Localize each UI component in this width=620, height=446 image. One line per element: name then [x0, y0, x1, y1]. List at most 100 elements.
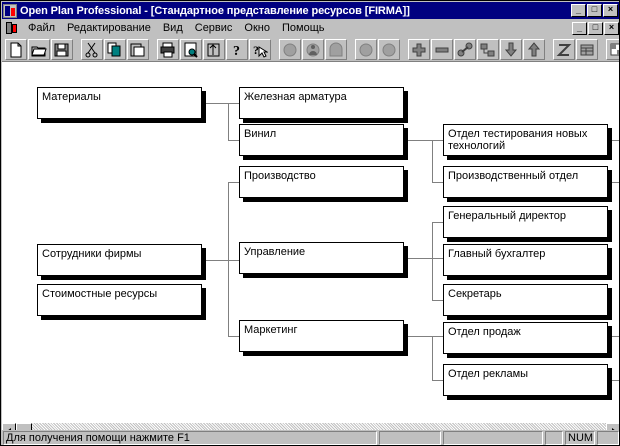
menu-bar: Файл Редактирование Вид Сервис Окно Помо…: [2, 19, 619, 37]
paste-icon[interactable]: [127, 38, 149, 60]
new-icon[interactable]: [5, 38, 27, 60]
connector-line: [432, 258, 443, 259]
node-sotrudniki[interactable]: Сотрудники фирмы: [37, 244, 202, 276]
connector-line: [608, 182, 619, 183]
window-controls: _ □ ×: [571, 4, 618, 17]
connector-line: [432, 300, 443, 301]
copy-icon[interactable]: [104, 38, 126, 60]
add-icon[interactable]: [408, 38, 430, 60]
node-label: Генеральный директор: [448, 210, 566, 222]
connector-line: [228, 182, 239, 183]
link-icon[interactable]: [454, 38, 476, 60]
child-minimize-button[interactable]: _: [572, 21, 587, 35]
minimize-icon: _: [575, 5, 581, 15]
connector-line: [432, 222, 433, 300]
connector-line: [404, 258, 432, 259]
connector-line: [228, 103, 229, 140]
connector-line: [432, 140, 443, 141]
node-proizv_otdel[interactable]: Производственный отдел: [443, 166, 608, 198]
node-upravlenie[interactable]: Управление: [239, 242, 404, 274]
svg-text:?: ?: [253, 43, 259, 57]
node-label-line2: технологий: [448, 140, 506, 152]
resource-shape-icon[interactable]: [325, 38, 347, 60]
structure-icon[interactable]: [477, 38, 499, 60]
node-sekretar[interactable]: Секретарь: [443, 284, 608, 316]
restore-button[interactable]: □: [587, 4, 602, 17]
node-label: Управление: [244, 246, 306, 258]
node-label: Секретарь: [448, 288, 502, 300]
node-materialy[interactable]: Материалы: [37, 87, 202, 119]
open-plan-icon[interactable]: [3, 3, 17, 18]
open-icon[interactable]: [28, 38, 50, 60]
node-proizvodstvo[interactable]: Производство: [239, 166, 404, 198]
connector-line: [228, 140, 239, 141]
close-button[interactable]: ×: [603, 4, 618, 17]
minimize-button[interactable]: _: [571, 4, 586, 17]
connector-line: [608, 336, 619, 337]
node-label: Отдел продаж: [448, 326, 521, 338]
status-pane-2: [379, 431, 441, 445]
node-marketing[interactable]: Маркетинг: [239, 320, 404, 352]
circle-filled2-icon[interactable]: [378, 38, 400, 60]
document-icon[interactable]: [4, 20, 20, 36]
print-icon[interactable]: [157, 38, 179, 60]
print-preview-icon[interactable]: [180, 38, 202, 60]
node-label: Отдел рекламы: [448, 368, 529, 380]
connector-line: [432, 380, 443, 381]
child-restore-button[interactable]: □: [588, 21, 603, 35]
help-icon[interactable]: ?: [226, 38, 248, 60]
promote-icon[interactable]: [523, 38, 545, 60]
node-label: Винил: [244, 128, 277, 140]
grid-icon[interactable]: [576, 38, 598, 60]
status-pane-3: [443, 431, 543, 445]
resource-circle-icon[interactable]: [279, 38, 301, 60]
node-vinil[interactable]: Винил: [239, 124, 404, 156]
connector-line: [432, 336, 443, 337]
demote-icon[interactable]: [500, 38, 522, 60]
menu-item-service[interactable]: Сервис: [194, 22, 233, 34]
node-otdel_prodazh[interactable]: Отдел продаж: [443, 322, 608, 354]
menu-item-view[interactable]: Вид: [162, 22, 183, 34]
cut-icon[interactable]: [81, 38, 103, 60]
status-pane-4: [545, 431, 563, 445]
node-label: Главный бухгалтер: [448, 248, 546, 260]
connector-line: [608, 140, 619, 141]
mdi-child-controls: _ □ ×: [572, 21, 619, 35]
status-num-indicator: NUM: [565, 431, 595, 445]
node-stoimost[interactable]: Стоимостные ресурсы: [37, 284, 202, 316]
menu-item-help[interactable]: Помощь: [281, 22, 325, 34]
node-label: Маркетинг: [244, 324, 298, 336]
child-minimize-icon: _: [576, 22, 582, 33]
connector-line: [404, 140, 432, 141]
svg-text:?: ?: [233, 44, 240, 58]
status-hint: Для получения помощи нажмите F1: [3, 431, 377, 445]
window-title: Open Plan Professional - [Стандартное пр…: [20, 4, 410, 17]
node-zhelezo[interactable]: Железная арматура: [239, 87, 404, 119]
zigzag-icon[interactable]: [553, 38, 575, 60]
node-gen_dir[interactable]: Генеральный директор: [443, 206, 608, 238]
connector-line: [432, 140, 433, 182]
node-gl_buh[interactable]: Главный бухгалтер: [443, 244, 608, 276]
connector-line: [202, 260, 228, 261]
context-help-icon[interactable]: ?: [249, 38, 271, 60]
resource-person-icon[interactable]: [302, 38, 324, 60]
circle-filled-icon[interactable]: [355, 38, 377, 60]
restore-icon: □: [591, 4, 598, 14]
node-label: Железная арматура: [244, 91, 347, 103]
node-label: Материалы: [42, 91, 101, 103]
remove-icon[interactable]: [431, 38, 453, 60]
menu-item-file[interactable]: Файл: [28, 22, 56, 34]
layout-icon[interactable]: [606, 38, 619, 60]
menu-item-edit[interactable]: Редактирование: [67, 22, 151, 34]
save-icon[interactable]: [51, 38, 73, 60]
title-bar: Open Plan Professional - [Стандартное пр…: [2, 2, 619, 19]
node-otdel_reklamy[interactable]: Отдел рекламы: [443, 364, 608, 396]
menu-item-window[interactable]: Окно: [244, 22, 270, 34]
properties-icon[interactable]: [203, 38, 225, 60]
child-close-button[interactable]: ×: [604, 21, 619, 35]
status-pane-6: [597, 431, 619, 445]
